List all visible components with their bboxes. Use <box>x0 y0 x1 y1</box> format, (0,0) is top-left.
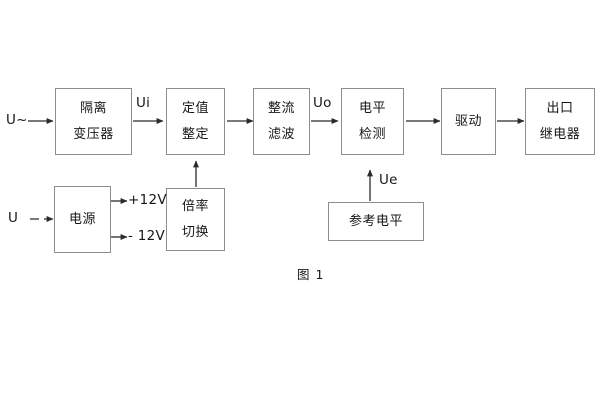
block-isolation-transformer-line-1: 隔离 <box>79 101 107 116</box>
label-input-dc: U <box>8 210 19 226</box>
block-rectify-filter-line-1: 整流 <box>267 101 295 116</box>
block-level-detect-line-2: 检测 <box>358 127 386 142</box>
block-output-relay-line-2: 继电器 <box>539 127 581 142</box>
block-multiplier-switch-line-2: 切换 <box>181 225 209 240</box>
block-setpoint-adjust-line-2: 整定 <box>181 127 209 142</box>
block-drive-line-1: 驱动 <box>454 114 482 129</box>
block-level-detect: 电平 检测 <box>341 88 404 155</box>
block-level-detect-line-1: 电平 <box>358 101 386 116</box>
block-rectify-filter-line-2: 滤波 <box>267 127 295 142</box>
block-output-relay-line-1: 出口 <box>546 101 574 116</box>
label-ue: Ue <box>379 172 398 188</box>
label-supply-positive: +12V <box>128 192 167 208</box>
block-drive: 驱动 <box>441 88 496 155</box>
block-power-supply-line-1: 电源 <box>68 212 96 227</box>
block-isolation-transformer: 隔离 变压器 <box>55 88 132 155</box>
block-rectify-filter: 整流 滤波 <box>253 88 310 155</box>
block-reference-level: 参考电平 <box>328 202 424 241</box>
label-input-ac: U~ <box>6 112 28 128</box>
block-multiplier-switch: 倍率 切换 <box>166 188 225 251</box>
block-output-relay: 出口 继电器 <box>525 88 595 155</box>
block-power-supply: 电源 <box>54 186 111 253</box>
block-setpoint-adjust-line-1: 定值 <box>181 101 209 116</box>
block-multiplier-switch-line-1: 倍率 <box>181 199 209 214</box>
block-isolation-transformer-line-2: 变压器 <box>73 127 114 142</box>
label-ui: Ui <box>136 95 151 111</box>
label-uo: Uo <box>313 95 332 111</box>
figure-caption: 图 1 <box>297 267 325 282</box>
block-setpoint-adjust: 定值 整定 <box>166 88 225 155</box>
block-reference-level-line-1: 参考电平 <box>348 214 403 229</box>
label-supply-negative: - 12V <box>128 228 166 244</box>
